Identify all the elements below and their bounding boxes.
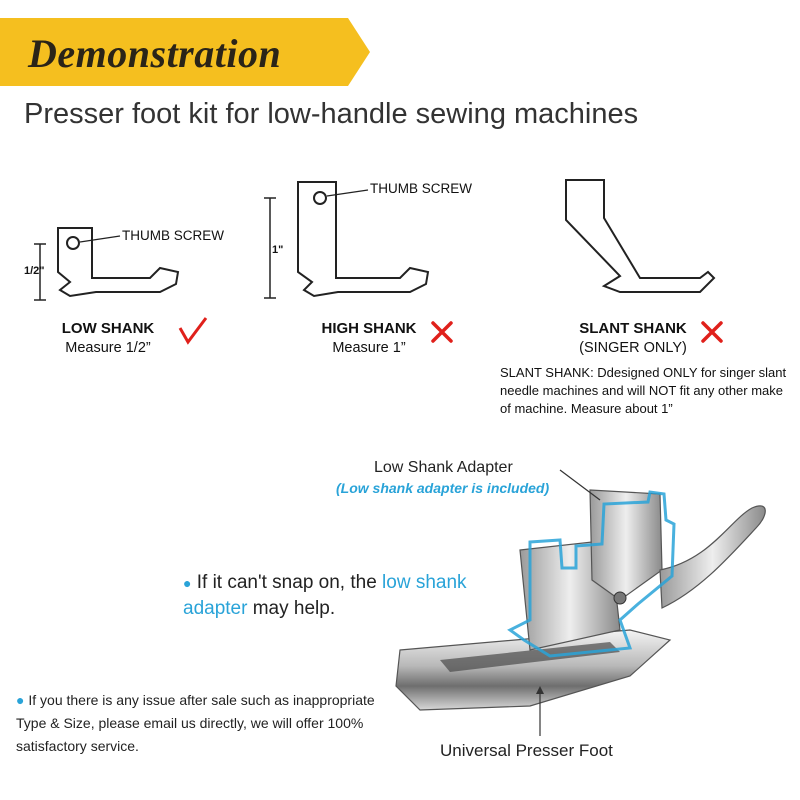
slant-shank-measure: (SINGER ONLY) xyxy=(579,340,687,356)
slant-shank-name: SLANT SHANK xyxy=(579,320,687,337)
slant-shank-note: SLANT SHANK: Ddesigned ONLY for singer s… xyxy=(500,365,787,416)
bullet-icon: ● xyxy=(183,575,192,591)
shank-diagrams xyxy=(34,179,716,301)
low-shank-name: LOW SHANK xyxy=(61,320,155,337)
adapter-included-note: (Low shank adapter is included) xyxy=(336,480,550,496)
service-tip-text: If you there is any issue after sale suc… xyxy=(16,692,375,754)
banner-ribbon xyxy=(0,18,370,86)
low-shank-measure: Measure 1/2” xyxy=(65,340,151,356)
snap-tip-highlight: low shank adapter xyxy=(183,572,467,619)
check-mark-icon xyxy=(178,317,208,345)
presser-foot-illustration xyxy=(395,489,766,711)
snap-tip-prefix: If it can't snap on, the xyxy=(196,572,383,593)
adapter-outline xyxy=(507,490,676,658)
banner-title: Demonstration xyxy=(28,31,282,76)
presser-foot-lever xyxy=(659,505,766,609)
low-shank-screw-label: THUMB SCREW xyxy=(122,228,224,243)
presser-foot-label: Universal Presser Foot xyxy=(440,741,613,760)
adapter-label: Low Shank Adapter xyxy=(374,459,513,476)
high-shank-diagram xyxy=(264,181,430,299)
high-shank-name: HIGH SHANK xyxy=(321,320,417,337)
high-shank-screw-label: THUMB SCREW xyxy=(370,181,472,196)
service-tip: ● If you there is any issue after sale s… xyxy=(16,689,376,758)
low-shank-dimension: 1/2" xyxy=(24,265,45,277)
bullet-icon: ● xyxy=(16,692,25,708)
slant-shank-diagram xyxy=(565,179,716,293)
banner xyxy=(0,18,370,86)
page-subtitle: Presser foot kit for low-handle sewing m… xyxy=(24,98,639,130)
snap-tip-suffix: may help. xyxy=(247,598,336,619)
low-shank-diagram xyxy=(34,227,180,301)
snap-tip: ● If it can't snap on, the low shank ada… xyxy=(183,570,503,622)
high-shank-measure: Measure 1” xyxy=(332,340,406,356)
cross-mark-icon xyxy=(431,321,453,343)
high-shank-dimension: 1" xyxy=(272,244,284,256)
cross-mark-icon xyxy=(701,321,723,343)
